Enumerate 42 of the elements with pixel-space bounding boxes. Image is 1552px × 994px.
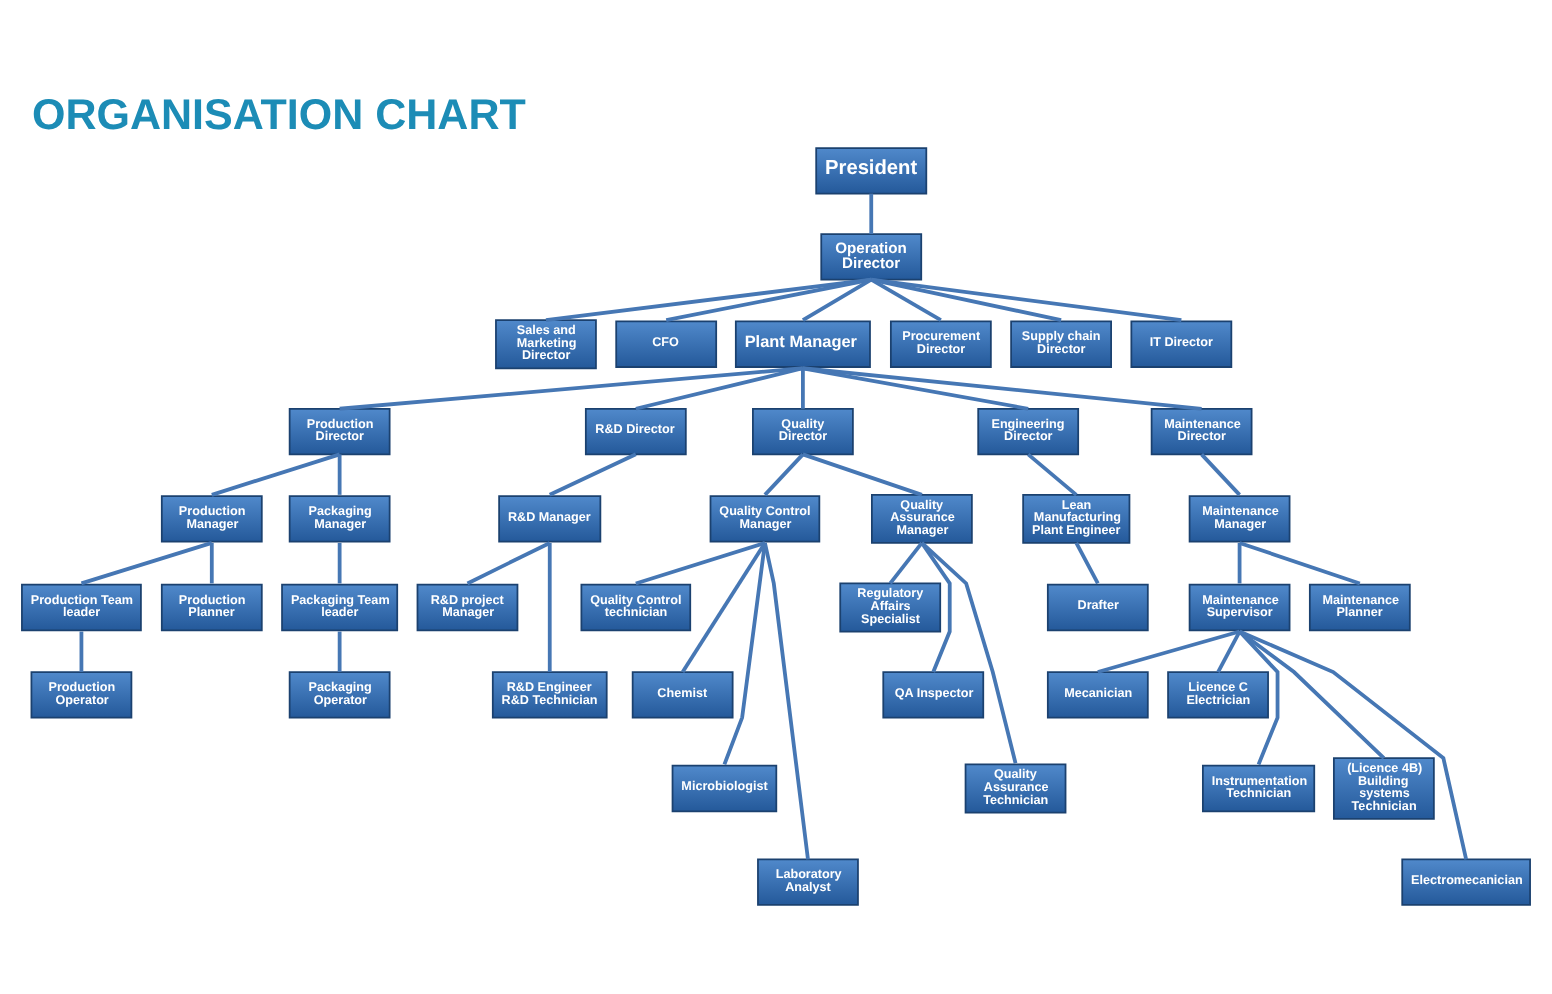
- connector: [801, 277, 873, 321]
- connector: [1074, 541, 1100, 584]
- connector: [1237, 541, 1242, 583]
- connector: [665, 276, 872, 322]
- connector: [802, 365, 1029, 410]
- connector: [547, 541, 552, 672]
- connector: [871, 276, 1182, 322]
- connector: [466, 540, 551, 585]
- connector: [1200, 452, 1241, 496]
- connector: [920, 540, 1018, 763]
- connector: [209, 541, 214, 583]
- connector: [1026, 451, 1078, 496]
- connector: [548, 451, 637, 496]
- node-box: President: [815, 146, 928, 194]
- connector: [635, 365, 804, 410]
- connector: [888, 540, 924, 584]
- connector: [802, 451, 923, 496]
- connector: [801, 367, 805, 408]
- connector: [1097, 628, 1241, 673]
- connector: [870, 276, 1062, 321]
- connector: [920, 540, 952, 672]
- connector: [79, 630, 84, 672]
- connector: [337, 541, 342, 583]
- connector: [763, 452, 805, 496]
- connector: [763, 541, 810, 859]
- connector: [339, 365, 804, 410]
- connector: [80, 540, 213, 585]
- connector: [1238, 628, 1468, 859]
- connector: [211, 451, 341, 496]
- connector: [681, 540, 767, 673]
- connector: [802, 365, 1202, 410]
- diagram-title: ORGANISATION CHART: [32, 90, 526, 139]
- connector: [870, 277, 942, 321]
- connector: [337, 630, 342, 672]
- connector: [545, 276, 872, 322]
- connector: [1238, 629, 1280, 765]
- connector: [1238, 540, 1361, 585]
- connector: [1216, 629, 1242, 672]
- connector: [1238, 629, 1386, 759]
- connector: [337, 453, 342, 494]
- connector: [635, 540, 766, 585]
- connector: [869, 192, 874, 234]
